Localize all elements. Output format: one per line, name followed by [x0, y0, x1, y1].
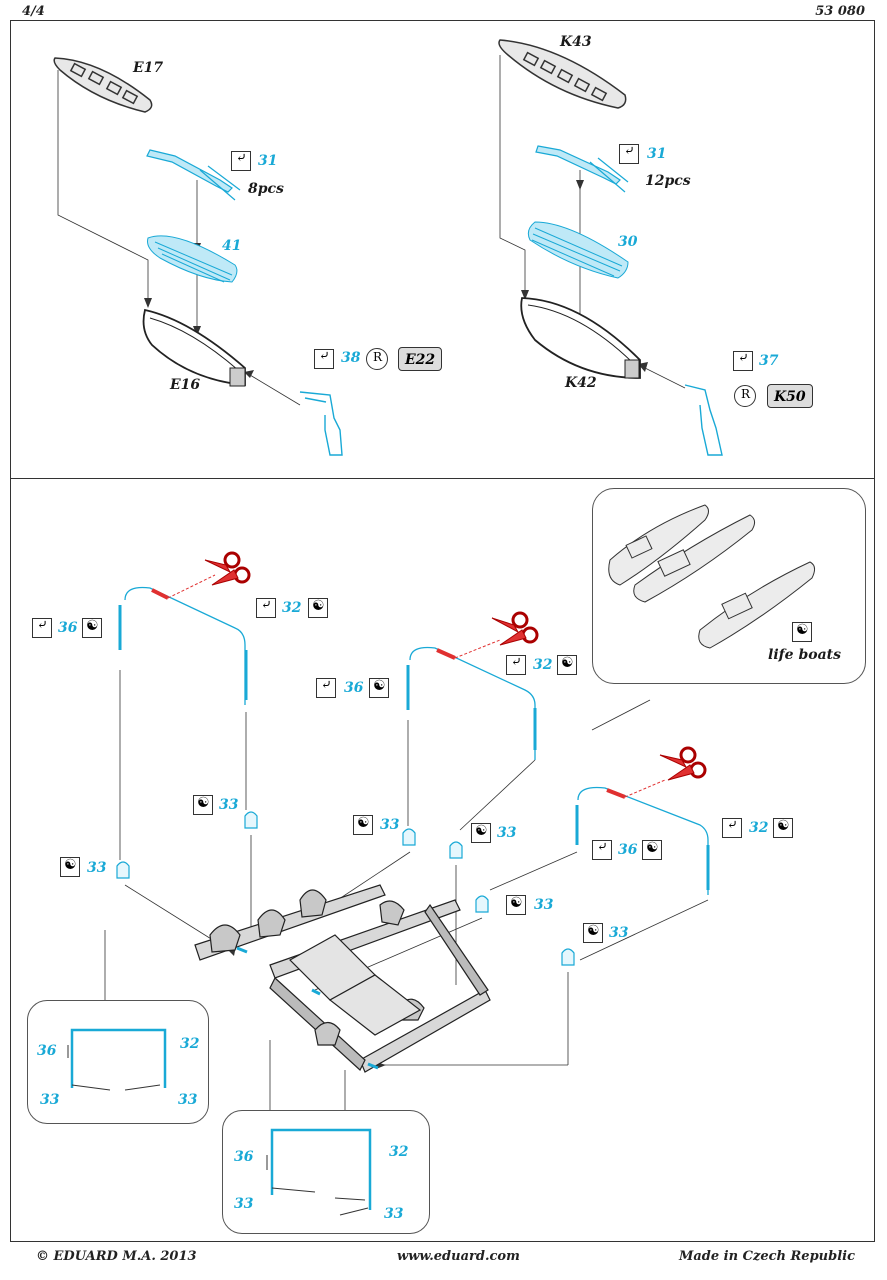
inset-left-frame-detail — [70, 1028, 167, 1088]
fold-icon: ☯ — [792, 622, 812, 642]
bend-icon: ⤶ — [619, 144, 639, 164]
pe-part-32-davits — [118, 586, 710, 895]
detail-inset-left — [27, 1000, 209, 1124]
resin-ref-icon: R — [734, 385, 756, 407]
bend-icon: ⤶ — [256, 598, 276, 618]
inset-part-36: 36 — [234, 1149, 254, 1165]
bend-icon: ⤶ — [316, 678, 336, 698]
label-k43: K43 — [560, 34, 592, 50]
pe-part-41-deck — [147, 235, 238, 283]
pe-part-31-oar — [535, 145, 629, 193]
part-31-label: 31 — [647, 146, 667, 162]
copyright: © EDUARD M.A. 2013 — [36, 1249, 197, 1264]
fold-icon: ☯ — [60, 857, 80, 877]
label-k42: K42 — [565, 375, 597, 391]
part-36-label: 36 — [618, 842, 638, 858]
inset-part-33: 33 — [178, 1092, 198, 1108]
instruction-frame — [10, 20, 875, 1242]
hull-e16 — [142, 308, 246, 387]
bend-icon: ⤶ — [231, 151, 251, 171]
fold-icon: ☯ — [369, 678, 389, 698]
part-38-label: 38 — [341, 350, 361, 366]
lifeboats-illustration — [608, 504, 816, 649]
fold-icon: ☯ — [353, 815, 373, 835]
qty-label: 8pcs — [248, 181, 284, 197]
fold-icon: ☯ — [557, 655, 577, 675]
inset-part-33: 33 — [384, 1206, 404, 1222]
product-code: 53 080 — [815, 4, 865, 19]
fold-icon: ☯ — [583, 923, 603, 943]
scissors-icon — [204, 551, 251, 586]
section-divider — [10, 478, 875, 479]
label-e16: E16 — [170, 377, 201, 393]
pe-part-30-deck — [527, 221, 629, 279]
fold-icon: ☯ — [506, 895, 526, 915]
resin-part-ref: E22 — [398, 347, 443, 371]
pe-part-37 — [684, 384, 723, 456]
fold-icon: ☯ — [193, 795, 213, 815]
qty-label: 12pcs — [645, 173, 691, 189]
lifeboats-caption: life boats — [768, 647, 841, 663]
inset-center-frame-detail — [270, 1128, 372, 1210]
resin-part-ref: K50 — [767, 384, 813, 408]
part-32-label: 32 — [282, 600, 302, 616]
label-e17: E17 — [133, 60, 164, 76]
part-33-label: 33 — [497, 825, 517, 841]
bend-icon: ⤶ — [733, 351, 753, 371]
part-32-label: 32 — [533, 657, 553, 673]
pe-part-33-feet — [116, 811, 575, 966]
inset-part-32: 32 — [389, 1144, 409, 1160]
fold-icon: ☯ — [82, 618, 102, 638]
part-33-label: 33 — [609, 925, 629, 941]
pe-part-31-oar — [146, 149, 241, 201]
inset-part-36: 36 — [37, 1043, 57, 1059]
boat-e17 — [53, 57, 153, 113]
part-41-label: 41 — [222, 238, 242, 254]
fold-icon: ☯ — [642, 840, 662, 860]
fold-icon: ☯ — [308, 598, 328, 618]
pe-part-38 — [299, 391, 343, 456]
part-33-label: 33 — [87, 860, 107, 876]
fold-icon: ☯ — [773, 818, 793, 838]
bend-icon: ⤶ — [592, 840, 612, 860]
page-number: 4/4 — [22, 4, 45, 19]
part-36-label: 36 — [344, 680, 364, 696]
part-31-label: 31 — [258, 153, 278, 169]
scissors-icon — [491, 611, 539, 646]
inset-part-33: 33 — [234, 1196, 254, 1212]
inset-part-32: 32 — [180, 1036, 200, 1052]
part-33-label: 33 — [380, 817, 400, 833]
hull-k42 — [520, 297, 641, 379]
part-33-label: 33 — [534, 897, 554, 913]
bend-icon: ⤶ — [314, 349, 334, 369]
part-33-label: 33 — [219, 797, 239, 813]
cut-markers — [151, 588, 626, 799]
scissors-icon — [659, 746, 707, 781]
bend-icon: ⤶ — [32, 618, 52, 638]
website-link[interactable]: www.eduard.com — [397, 1249, 520, 1264]
inset-part-33: 33 — [40, 1092, 60, 1108]
part-37-label: 37 — [759, 353, 779, 369]
resin-ref-icon: R — [366, 348, 388, 370]
bend-icon: ⤶ — [722, 818, 742, 838]
boat-k43 — [498, 39, 627, 109]
fold-icon: ☯ — [471, 823, 491, 843]
bend-icon: ⤶ — [506, 655, 526, 675]
part-32-label: 32 — [749, 820, 769, 836]
boat-deck-structure — [194, 884, 491, 1073]
part-30-label: 30 — [618, 234, 638, 250]
part-36-label: 36 — [58, 620, 78, 636]
country-of-origin: Made in Czech Republic — [678, 1249, 855, 1264]
